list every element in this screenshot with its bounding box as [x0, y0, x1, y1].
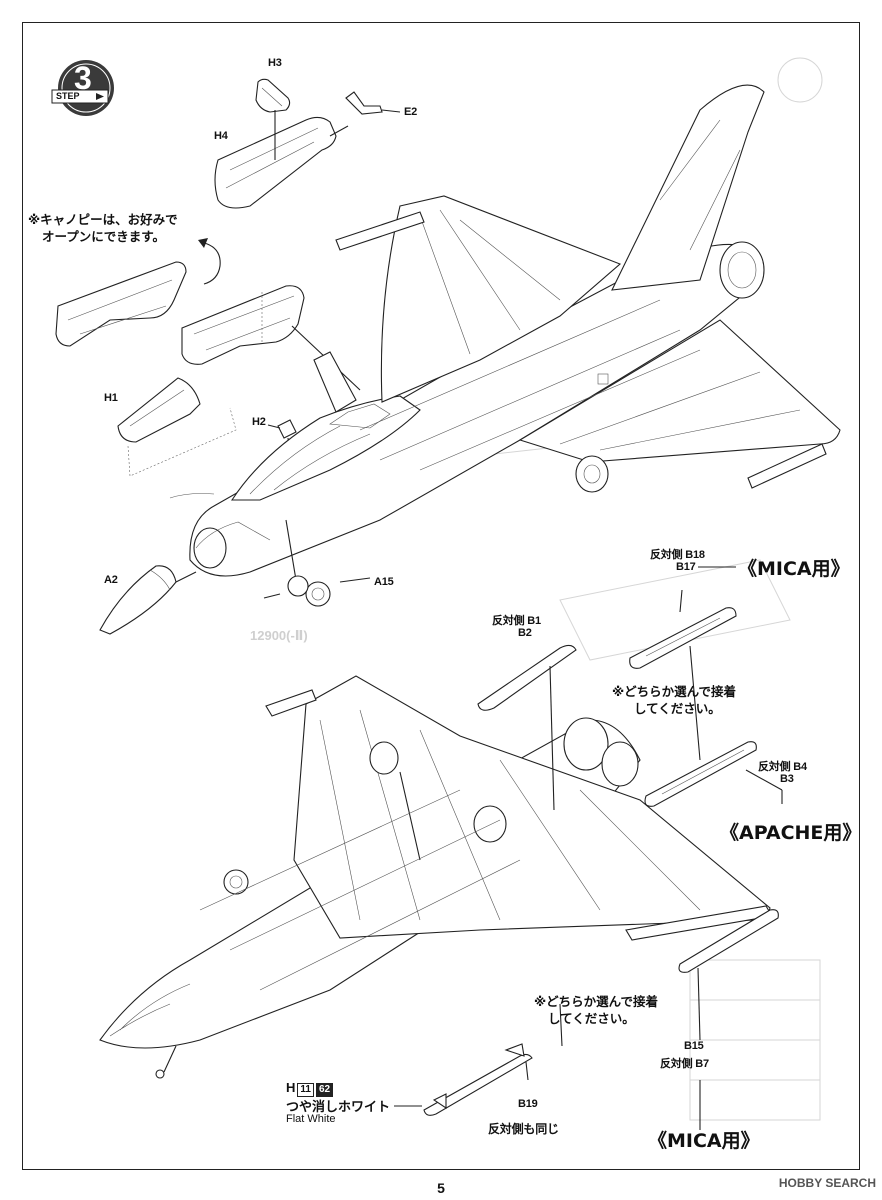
- choose-note-upper-line1: ※どちらか選んで接着: [612, 684, 737, 699]
- lower-aircraft-drawing: [99, 675, 773, 1079]
- page-frame: [22, 22, 860, 1170]
- paint-name-en: Flat White: [286, 1113, 336, 1125]
- part-label-h4: H4: [214, 130, 228, 142]
- part-label-b19: B19: [518, 1098, 538, 1110]
- choose-note-upper-line2: してください。: [634, 701, 721, 716]
- part-label-h1: H1: [104, 392, 118, 404]
- loadout-mica-top: 《MICA用》: [738, 558, 850, 580]
- page-number: 5: [437, 1180, 445, 1196]
- watermark: HOBBY SEARCH: [778, 1176, 876, 1190]
- part-label-a2: A2: [104, 574, 118, 586]
- weapon-parts: [394, 566, 783, 1130]
- loadout-apache: 《APACHE用》: [720, 822, 862, 844]
- choose-note-lower-line2: してください。: [548, 1011, 635, 1026]
- upper-aircraft-drawing: [169, 84, 841, 607]
- step-number: 3: [74, 60, 92, 96]
- part-note-b19: 反対側も同じ: [488, 1122, 559, 1136]
- part-label-e2: E2: [404, 106, 418, 118]
- paint-code-2: 62: [315, 1083, 334, 1097]
- paint-code-1: 11: [297, 1083, 314, 1097]
- part-label-h3: H3: [268, 57, 282, 69]
- canopy-parts: [55, 78, 401, 635]
- step-badge: [51, 60, 114, 116]
- part-label-b1: 反対側 B1: [492, 615, 541, 627]
- paint-letter: H: [286, 1080, 296, 1095]
- part-label-h2: H2: [252, 416, 266, 428]
- part-label-a15: A15: [374, 576, 394, 588]
- choose-note-lower-line1: ※どちらか選んで接着: [534, 994, 659, 1009]
- part-label-b15: B15: [684, 1040, 704, 1052]
- part-label-b17: B17: [676, 561, 696, 573]
- paint-name-jp: つや消しホワイト: [286, 1100, 391, 1115]
- part-label-b4: 反対側 B4: [758, 761, 807, 773]
- canopy-note-line1: ※キャノピーは、お好みで: [28, 212, 178, 227]
- bleed-text: 12900(-Ⅱ): [250, 628, 308, 643]
- step-label: STEP: [56, 91, 80, 101]
- part-label-b2: B2: [518, 627, 532, 639]
- part-label-b7: 反対側 B7: [660, 1058, 709, 1070]
- part-label-b18: 反対側 B18: [650, 549, 705, 561]
- loadout-mica-bottom: 《MICA用》: [648, 1130, 760, 1152]
- part-label-b3: B3: [780, 773, 794, 785]
- canopy-note-line2: オープンにできます。: [42, 229, 166, 244]
